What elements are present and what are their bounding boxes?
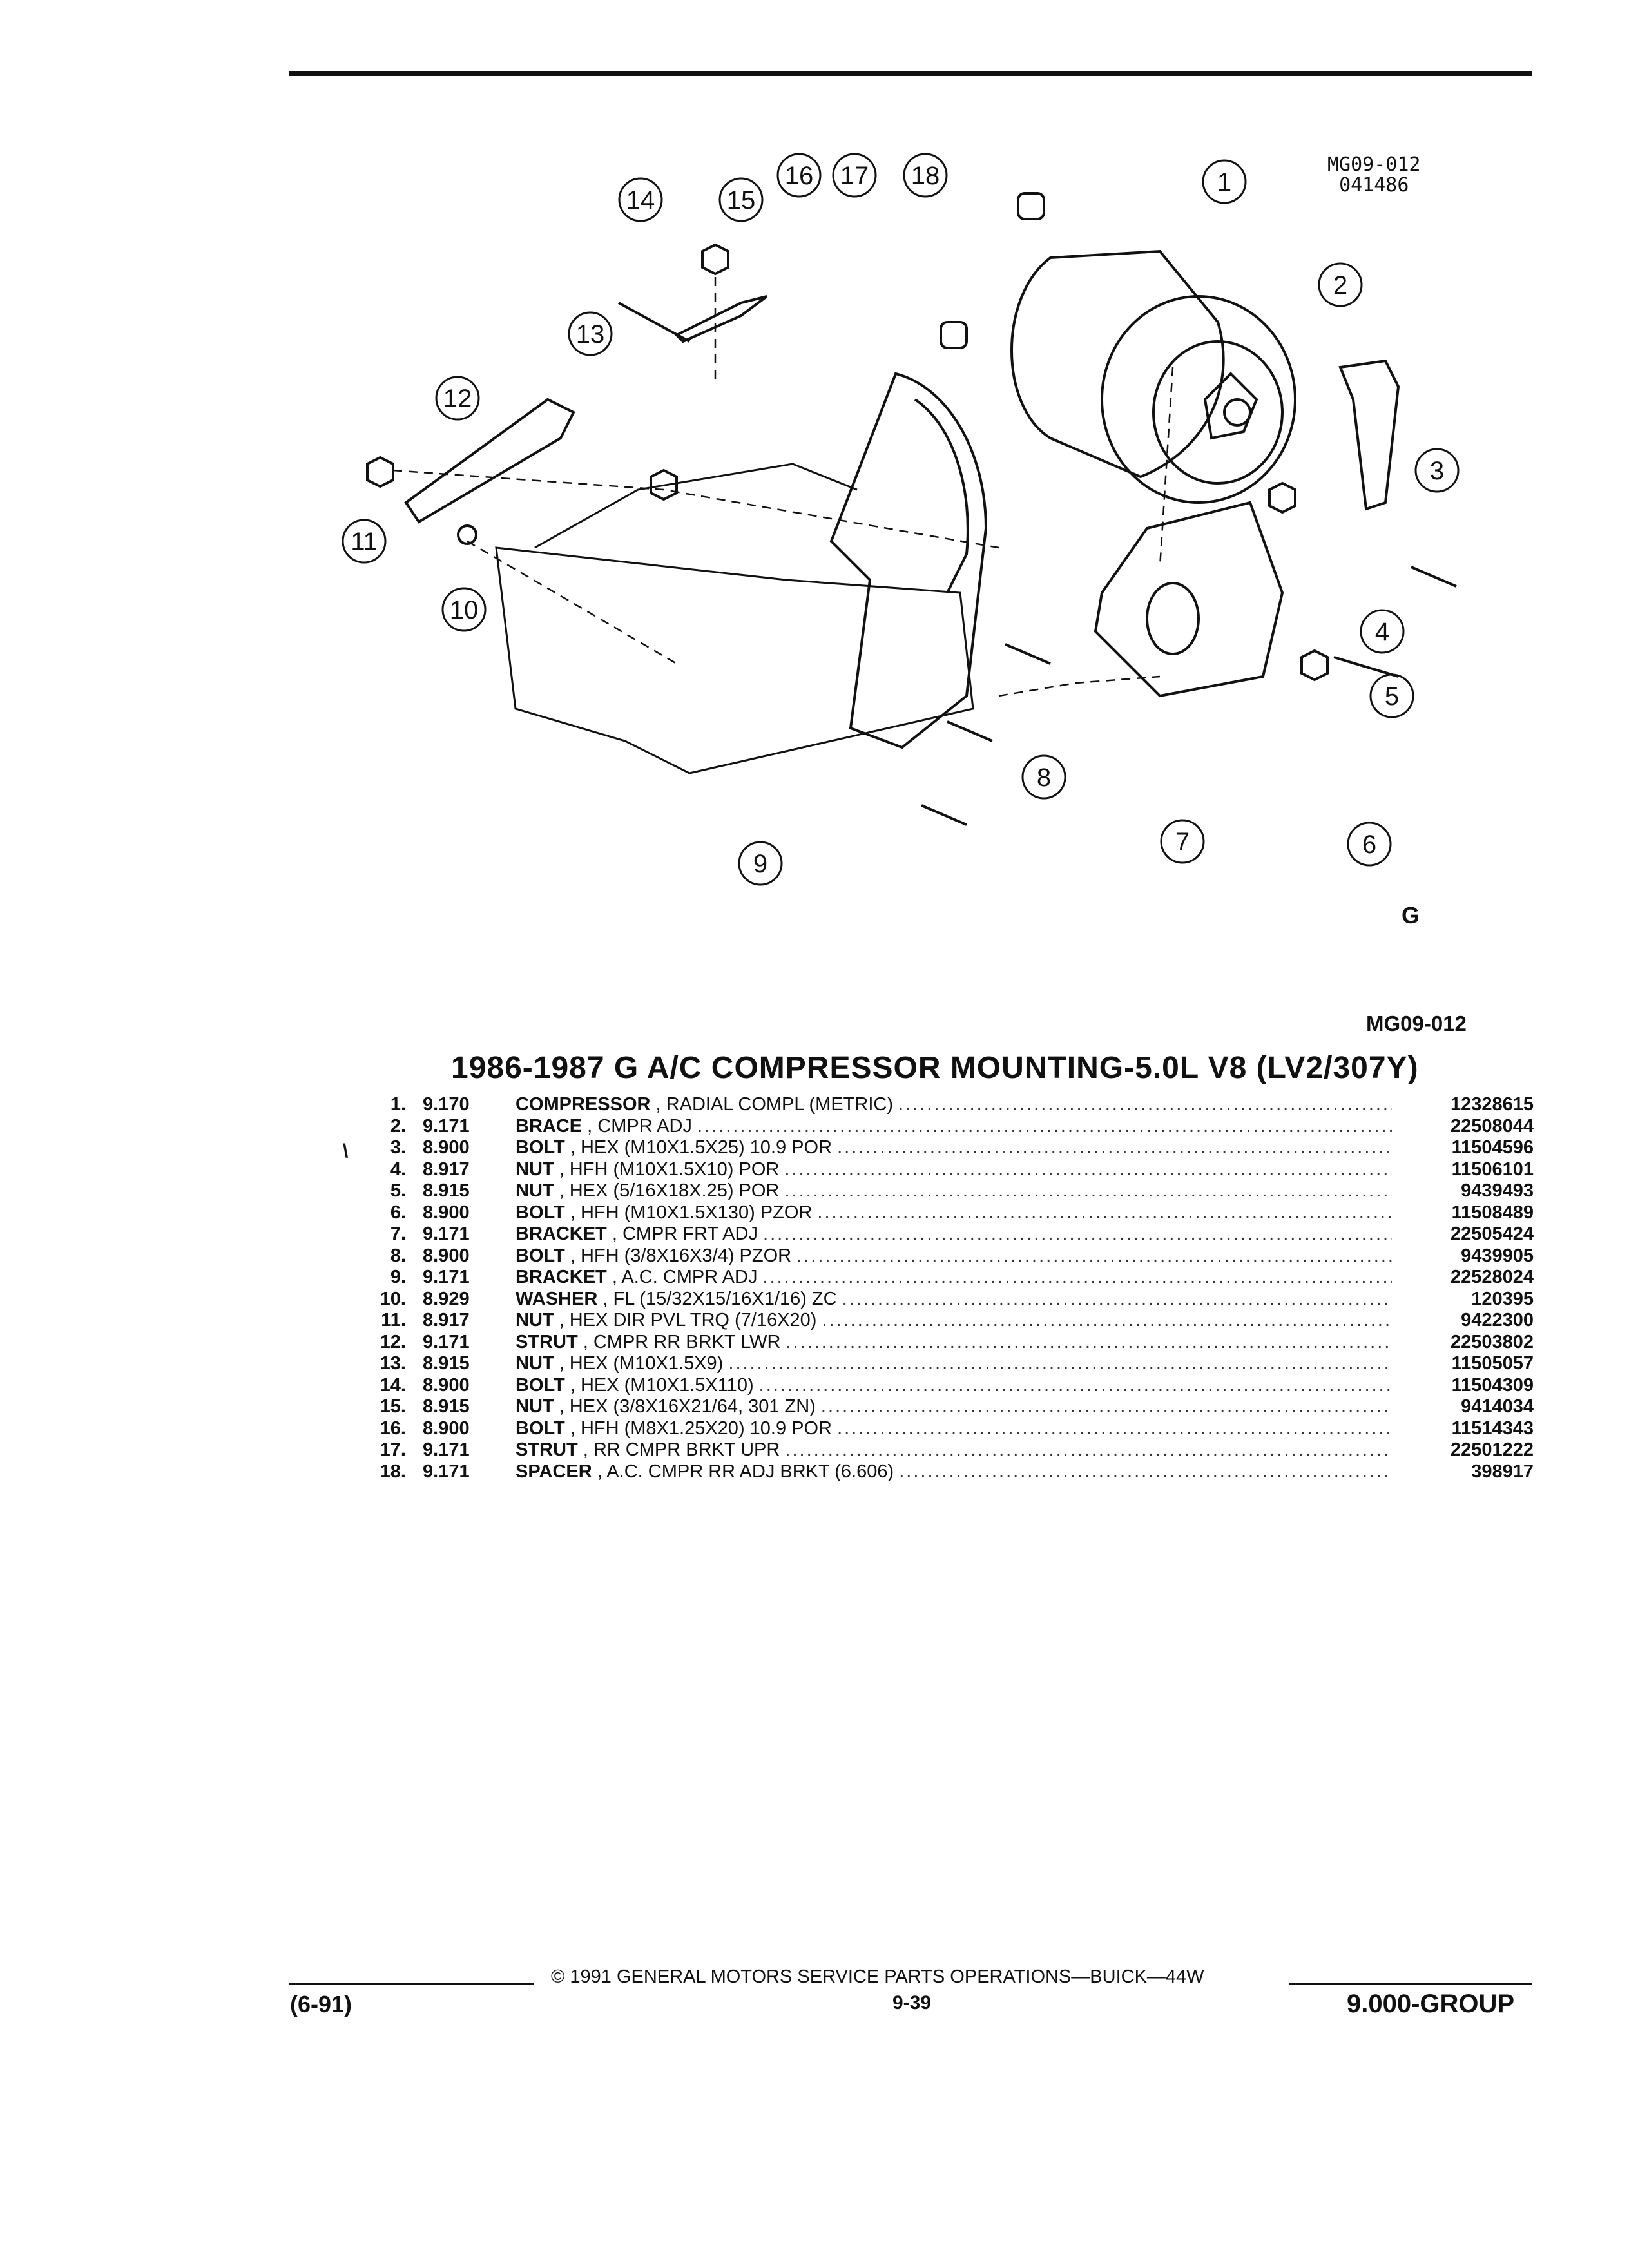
bracket-9 [829,372,988,749]
compressor-clutch [1101,295,1296,504]
top-rule [289,71,1532,76]
svg-text:18: 18 [911,162,940,190]
gm-g-logo: G [1402,902,1420,928]
strut-17 [674,295,768,343]
nut-15 [701,243,729,276]
figure-code-block: MG09-012 041486 [1327,155,1421,196]
svg-text:5: 5 [1385,682,1399,711]
callout-13: 13 [568,311,613,356]
svg-text:2: 2 [1333,271,1347,300]
bolt-8c [921,804,967,826]
spacer-mid [940,321,968,349]
svg-text:13: 13 [576,320,605,349]
callout-12: 12 [435,376,480,421]
bolt-8b [947,720,993,742]
callout-6: 6 [1347,822,1392,867]
svg-text:14: 14 [626,186,655,215]
callout-2: 2 [1318,262,1363,307]
diagram-svg: 1 2 3 4 5 6 7 8 9 10 11 12 13 14 15 16 1… [342,153,1460,886]
callout-7: 7 [1160,819,1205,864]
callout-4: 4 [1360,609,1405,654]
svg-text:11: 11 [351,528,378,556]
bolt-14 [618,302,690,343]
svg-text:17: 17 [840,162,869,190]
callout-3: 3 [1414,448,1460,493]
figure-code: MG09-012 [1327,153,1421,176]
footer-date: (6-91) [290,1991,352,2017]
svg-text:16: 16 [785,162,814,190]
footer-copyright: © 1991 GENERAL MOTORS SERVICE PARTS OPER… [551,1966,1204,1987]
exploded-diagram: 1 2 3 4 5 6 7 8 9 10 11 12 13 14 15 16 1… [303,129,1521,966]
engine-block [495,546,974,774]
svg-text:8: 8 [1037,764,1051,792]
callout-9: 9 [738,841,783,886]
callout-1: 1 [1202,159,1247,204]
nut-4 [1268,481,1296,514]
bolt-3 [1411,566,1457,588]
page-title: 1986-1987 G A/C COMPRESSOR MOUNTING-5.0L… [451,1051,1419,1085]
bracket-7 [1094,501,1284,698]
callout-8: 8 [1021,754,1066,800]
callout-18: 18 [903,153,948,198]
callout-5: 5 [1369,673,1414,718]
callout-15: 15 [718,177,764,222]
footer-page-number: 9-39 [892,1992,932,2013]
svg-text:15: 15 [727,186,756,215]
svg-text:7: 7 [1175,828,1190,856]
handwritten-tick: \ [343,1140,349,1162]
footer-group: 9.000-GROUP [1347,1990,1515,2018]
bolt-8a [1005,643,1051,665]
svg-text:10: 10 [450,596,479,624]
strut-12 [404,398,575,524]
nut-11 [366,456,394,488]
brace-2 [1338,359,1400,511]
svg-text:4: 4 [1375,618,1389,646]
callout-16: 16 [776,153,822,198]
nut-5 [1300,649,1329,682]
bolt-6 [1333,656,1399,678]
svg-text:12: 12 [443,385,472,413]
washer-10 [457,524,477,545]
footer-rule-right [1289,1983,1532,1985]
svg-text:9: 9 [753,850,767,878]
callout-11: 11 [342,519,387,564]
figure-reference: MG09-012 [1366,1012,1467,1035]
compressor-body [1010,249,1225,479]
callout-10: 10 [441,587,487,632]
spacer-top [1017,192,1045,220]
footer-rule-left [289,1983,534,1985]
svg-text:1: 1 [1217,168,1231,197]
callout-17: 17 [832,153,877,198]
figure-date: 041486 [1339,174,1409,197]
callout-14: 14 [618,177,663,222]
svg-text:6: 6 [1362,831,1376,859]
svg-text:3: 3 [1430,457,1444,485]
nut-13 [650,468,678,501]
